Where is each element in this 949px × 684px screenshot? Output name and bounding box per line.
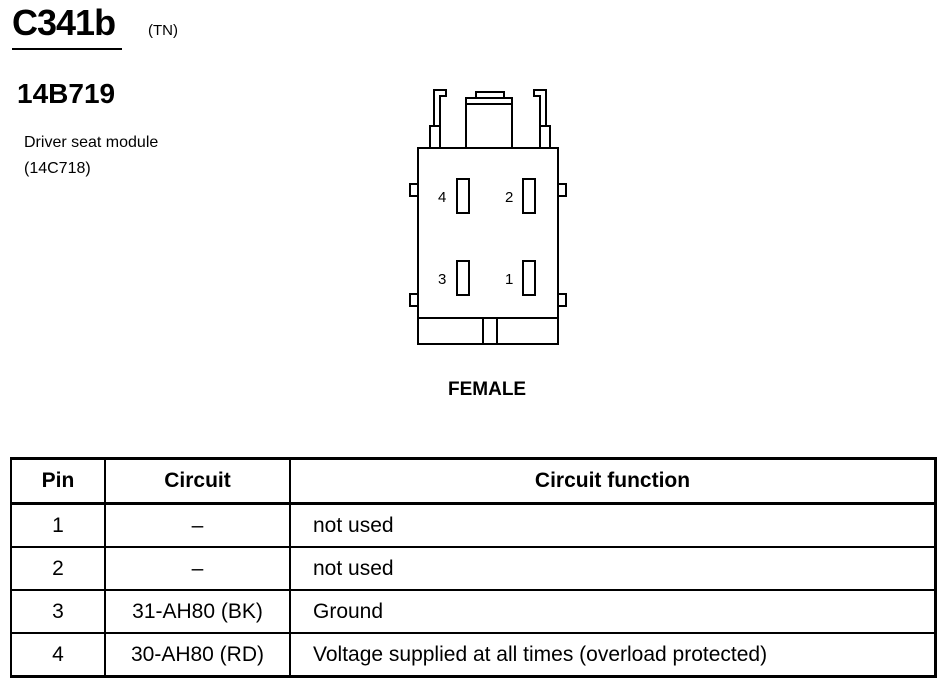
cell-function: not used xyxy=(289,546,937,590)
side-nub xyxy=(409,183,419,197)
table-row: 3 31-AH80 (BK) Ground xyxy=(10,589,937,633)
side-nub xyxy=(557,183,567,197)
cell-pin: 1 xyxy=(10,502,106,547)
pin-cavity-1 xyxy=(522,260,536,296)
table-row: 4 30-AH80 (RD) Voltage supplied at all t… xyxy=(10,632,937,677)
side-nub xyxy=(557,293,567,307)
connector-color-code: (TN) xyxy=(148,22,178,39)
title-underline xyxy=(12,48,122,50)
center-tab-top xyxy=(475,91,505,99)
part-number: 14B719 xyxy=(17,78,116,109)
cell-pin: 2 xyxy=(10,546,106,590)
left-post xyxy=(429,125,441,149)
pin-label-2: 2 xyxy=(505,189,513,206)
pin-cavity-4 xyxy=(456,178,470,214)
pin-cavity-3 xyxy=(456,260,470,296)
cell-pin: 4 xyxy=(10,632,106,677)
pin-label-1: 1 xyxy=(505,271,513,288)
right-latch-hook xyxy=(533,89,547,126)
component-part-number: (14C718) xyxy=(24,160,91,177)
header-circuit: Circuit xyxy=(104,458,291,505)
component-description: Driver seat module xyxy=(24,134,159,151)
left-latch-hook xyxy=(433,89,447,126)
bottom-key-slot xyxy=(482,317,498,345)
side-nub xyxy=(409,293,419,307)
table-row: 2 – not used xyxy=(10,546,937,590)
connector-body xyxy=(417,147,559,345)
header-circuit-function: Circuit function xyxy=(289,458,937,505)
connector-face-diagram: 4 2 3 1 xyxy=(409,89,567,345)
right-post xyxy=(539,125,551,149)
pin-label-3: 3 xyxy=(438,271,446,288)
pin-table: Pin Circuit Circuit function 1 – not use… xyxy=(10,457,937,678)
connector-id: C341b xyxy=(12,2,116,43)
cell-function: not used xyxy=(289,502,937,547)
cell-pin: 3 xyxy=(10,589,106,633)
cell-function: Ground xyxy=(289,589,937,633)
cell-circuit: 30-AH80 (RD) xyxy=(104,632,291,677)
pin-cavity-2 xyxy=(522,178,536,214)
cell-function: Voltage supplied at all times (overload … xyxy=(289,632,937,677)
table-header-row: Pin Circuit Circuit function xyxy=(10,458,937,505)
cell-circuit: – xyxy=(104,502,291,547)
cell-circuit: 31-AH80 (BK) xyxy=(104,589,291,633)
pin-label-4: 4 xyxy=(438,189,446,206)
header-pin: Pin xyxy=(10,458,106,505)
center-tab xyxy=(465,97,513,149)
connector-gender: FEMALE xyxy=(448,379,527,400)
cell-circuit: – xyxy=(104,546,291,590)
table-row: 1 – not used xyxy=(10,502,937,547)
